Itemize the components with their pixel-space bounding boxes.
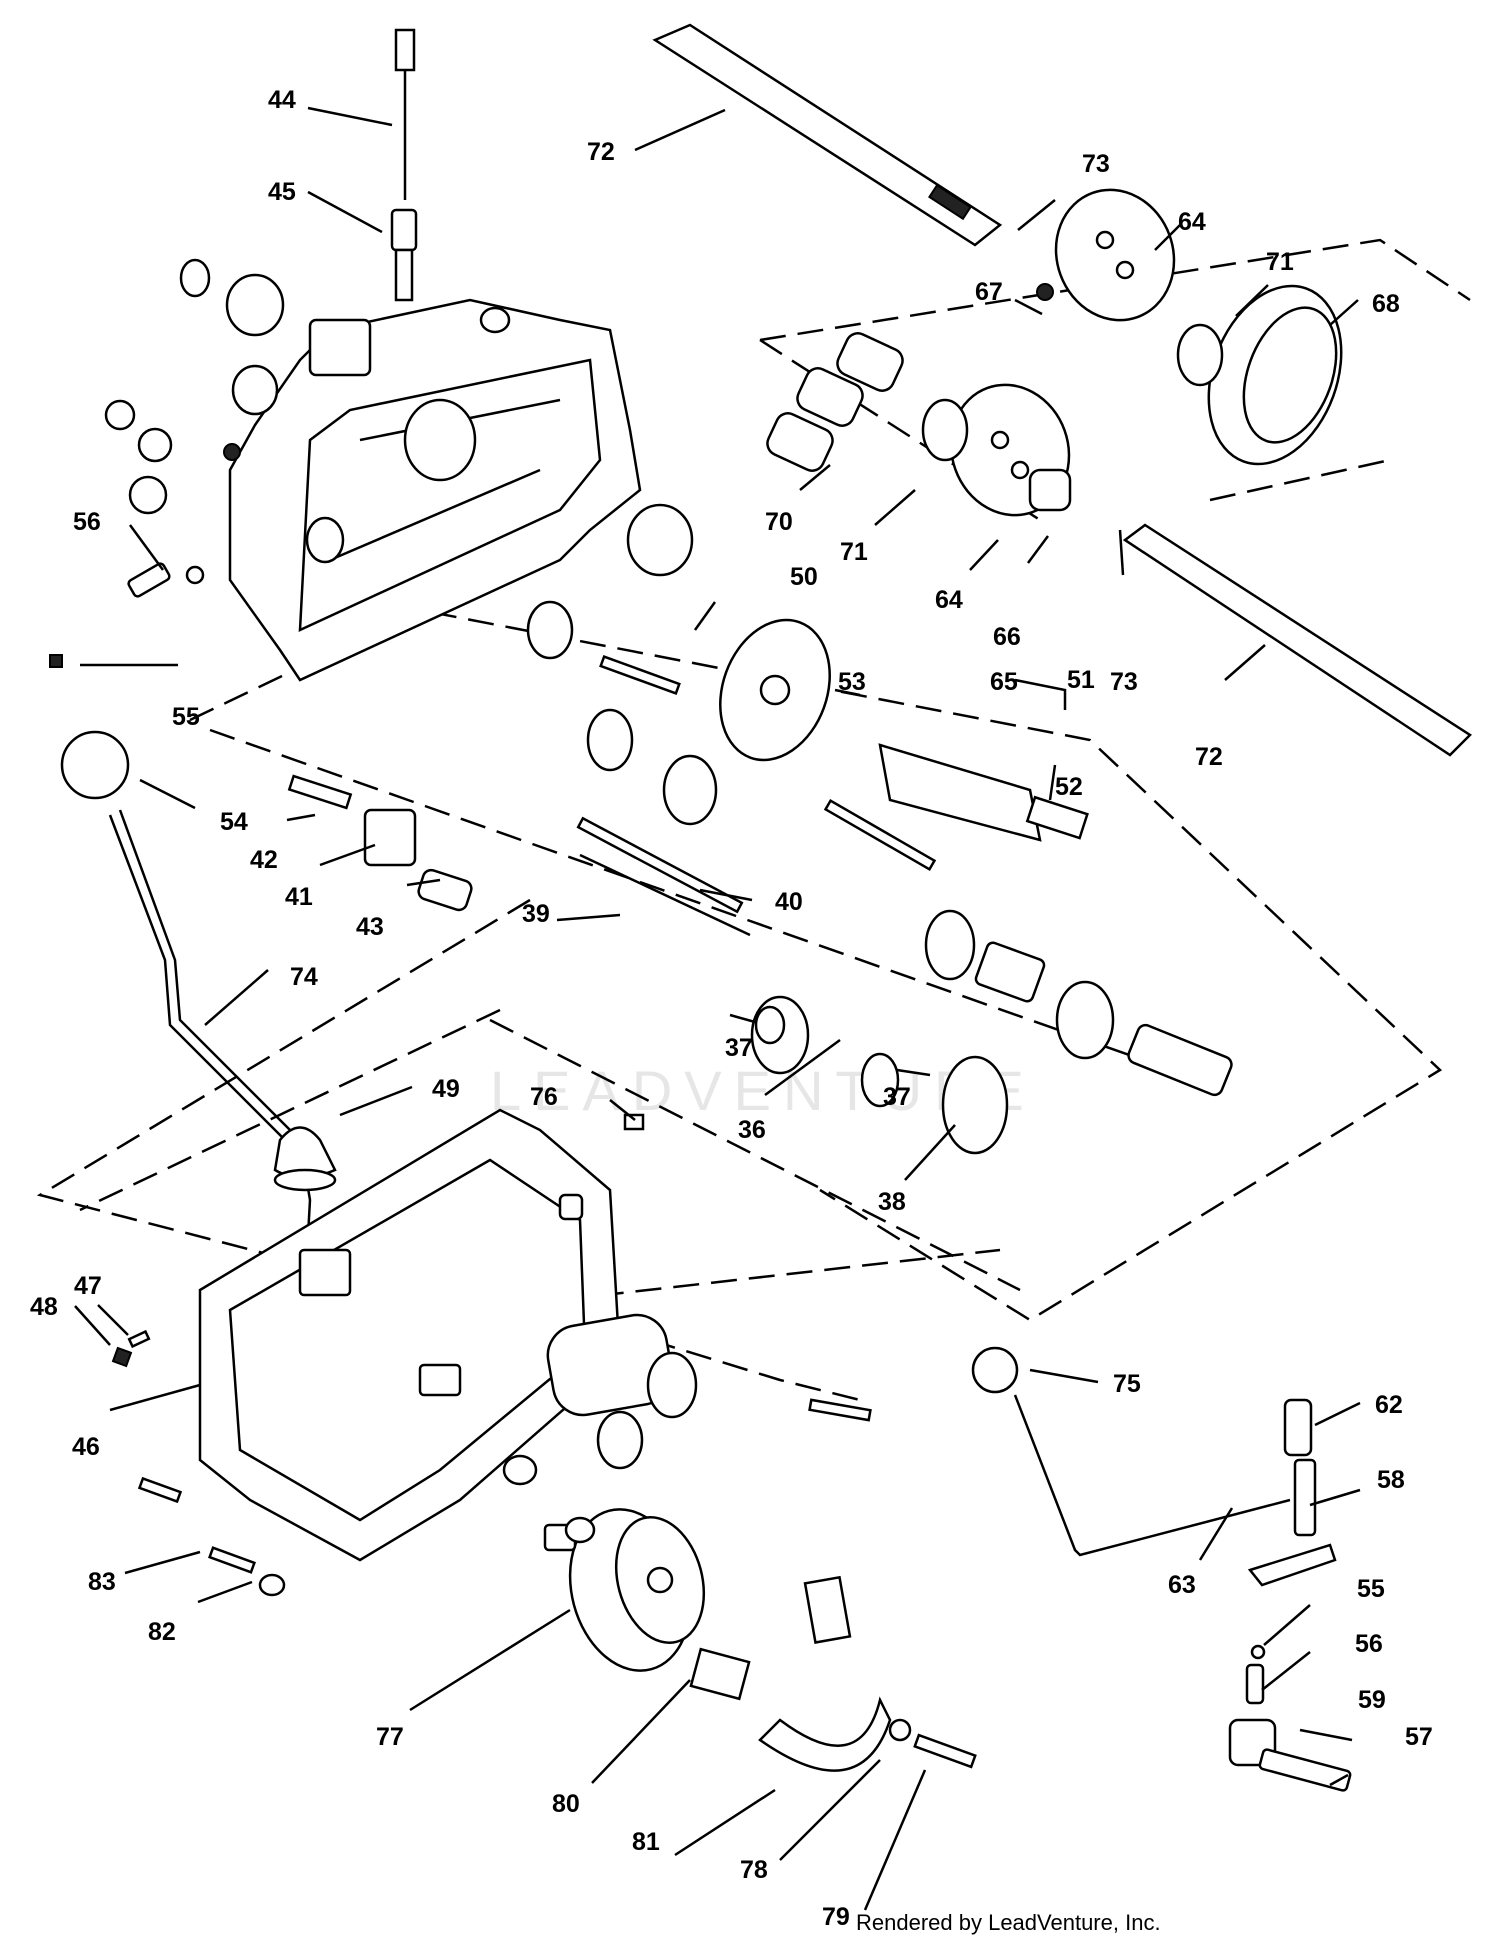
- transmission-case-upper: [228, 298, 642, 682]
- callout-70: 70: [765, 508, 793, 536]
- callout-83: 83: [88, 1568, 116, 1596]
- callout-49: 49: [432, 1075, 460, 1103]
- callout-40: 40: [775, 888, 803, 916]
- range-shift-lever-assembly: [971, 1346, 1352, 1792]
- brake-assembly: [543, 1508, 977, 1772]
- callout-65: 65: [990, 668, 1018, 696]
- callout-53: 53: [838, 668, 866, 696]
- callout-59: 59: [1358, 1686, 1386, 1714]
- leader-lines: [74, 106, 1361, 1911]
- callout-55-left: 55: [172, 703, 200, 731]
- callout-76: 76: [530, 1083, 558, 1111]
- callout-75: 75: [1113, 1370, 1141, 1398]
- spider-gear-cluster: [766, 332, 904, 472]
- callout-37-left: 37: [725, 1034, 753, 1062]
- callout-82: 82: [148, 1618, 176, 1646]
- gear-shift-lever: [60, 730, 312, 1291]
- callout-51: 51: [1067, 666, 1095, 694]
- callout-79: 79: [822, 1903, 850, 1931]
- callout-71-mid: 71: [840, 538, 868, 566]
- callout-54: 54: [220, 808, 248, 836]
- countershaft-gear-train: [526, 600, 1233, 1155]
- callout-37-right: 37: [883, 1083, 911, 1111]
- callout-47: 47: [74, 1272, 102, 1300]
- callout-71-top: 71: [1266, 248, 1294, 276]
- callout-labels: 44 45 72 73 64 71 67 68 70 71 64 66 73 5…: [30, 86, 1433, 1931]
- ring-and-pinion-gears: [921, 283, 1343, 466]
- callout-67: 67: [975, 278, 1003, 306]
- callout-81: 81: [632, 1828, 660, 1856]
- detent-spring-and-ball: [49, 562, 205, 668]
- callout-73-mid: 73: [1110, 668, 1138, 696]
- shift-fork-parts: [287, 774, 937, 937]
- callout-45: 45: [268, 178, 296, 206]
- callout-55-right: 55: [1357, 1575, 1385, 1603]
- input-gear-and-shaft: [719, 618, 1089, 842]
- transmission-case-lower: [198, 1108, 698, 1562]
- callout-80: 80: [552, 1790, 580, 1818]
- callout-57: 57: [1405, 1723, 1433, 1751]
- differential-carriers: [949, 188, 1176, 517]
- callout-63: 63: [1168, 1571, 1196, 1599]
- callout-50: 50: [790, 563, 818, 591]
- callout-64-mid: 64: [935, 586, 963, 614]
- bearing-and-seal-parts: [104, 258, 694, 577]
- render-credit: Rendered by LeadVenture, Inc.: [856, 1910, 1161, 1935]
- callout-38: 38: [878, 1188, 906, 1216]
- callout-46: 46: [72, 1433, 100, 1461]
- callout-72-top: 72: [587, 138, 615, 166]
- shift-boot: [273, 1126, 337, 1192]
- callout-77: 77: [376, 1723, 404, 1751]
- callout-56-left: 56: [73, 508, 101, 536]
- case-fasteners: [111, 1113, 872, 1597]
- callout-68: 68: [1372, 290, 1400, 318]
- callout-64-top: 64: [1178, 208, 1206, 236]
- callout-52: 52: [1055, 773, 1083, 801]
- callout-78: 78: [740, 1856, 768, 1884]
- callout-41: 41: [285, 883, 313, 911]
- callout-42: 42: [250, 846, 278, 874]
- callout-72-right: 72: [1195, 743, 1223, 771]
- callout-39: 39: [522, 900, 550, 928]
- callout-48: 48: [30, 1293, 58, 1321]
- callout-66: 66: [993, 623, 1021, 651]
- callout-43: 43: [356, 913, 384, 941]
- callout-73-top: 73: [1082, 150, 1110, 178]
- watermark: LEADVENTURE: [490, 1059, 1036, 1122]
- shift-shaft-assembly: [390, 28, 418, 302]
- callout-56-right: 56: [1355, 1630, 1383, 1658]
- callout-62: 62: [1375, 1391, 1403, 1419]
- axle-shafts: [652, 23, 1472, 757]
- callout-58: 58: [1377, 1466, 1405, 1494]
- callout-44: 44: [268, 86, 296, 114]
- callout-36: 36: [738, 1116, 766, 1144]
- callout-74: 74: [290, 963, 318, 991]
